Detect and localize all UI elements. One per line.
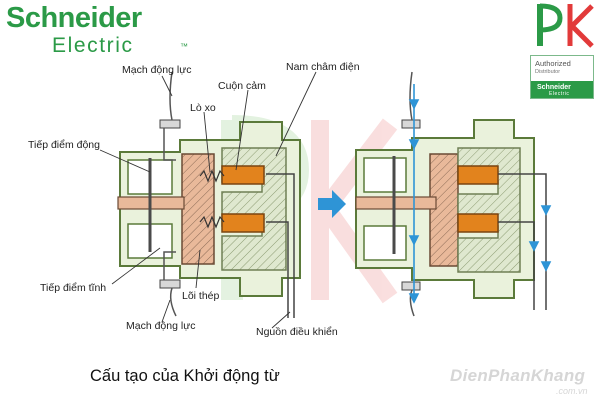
right-coil-upper xyxy=(457,165,499,185)
flow-arrow-icon-5 xyxy=(540,205,552,216)
flow-arrow-icon-4 xyxy=(408,293,420,304)
left-top-contact-arm xyxy=(163,128,176,161)
leader-tiep-diem-tinh xyxy=(111,247,161,285)
left-bottom-contact-arm xyxy=(163,251,176,280)
label-cuon-cam: Cuộn cảm xyxy=(218,80,266,92)
left-spring-upper xyxy=(199,169,225,183)
badge-authorized-text: Authorized xyxy=(535,59,571,68)
badge-brand-text: Schneider xyxy=(537,84,571,91)
leader-lo-xo xyxy=(203,111,211,173)
site-watermark-suffix: .com.vn xyxy=(556,386,588,396)
label-tiep-diem-dong: Tiếp điểm động xyxy=(28,139,100,151)
right-control-wire-b xyxy=(498,221,535,310)
badge-green-bar xyxy=(531,81,593,98)
badge-brand-sub-text: Electric xyxy=(549,91,570,97)
leader-cuon-cam xyxy=(235,89,249,171)
trademark-symbol: ™ xyxy=(180,42,188,51)
label-loi-thep: Lõi thép xyxy=(182,290,220,302)
left-bottom-line xyxy=(169,287,177,317)
transition-arrow-icon xyxy=(318,190,346,218)
leader-tiep-diem-dong xyxy=(99,149,151,173)
left-moving-core xyxy=(181,153,215,265)
contactor-right xyxy=(355,71,547,317)
electric-logo-text: Electric xyxy=(52,34,134,57)
flow-arrow-icon-7 xyxy=(528,241,540,252)
flow-arrow-icon-2 xyxy=(408,139,420,150)
left-control-wire-b xyxy=(266,221,289,318)
label-mach-dong-luc-bottom: Mạch động lực xyxy=(126,320,196,332)
label-tiep-diem-tinh: Tiếp điểm tĩnh xyxy=(40,282,107,294)
leader-nam-cham-dien xyxy=(275,71,317,157)
flow-arrow-icon-6 xyxy=(540,261,552,272)
leader-mach-dong-luc-top xyxy=(161,75,173,97)
left-coil-lower xyxy=(221,213,265,233)
leader-mach-dong-luc-bottom xyxy=(161,299,171,323)
right-shaft xyxy=(355,196,437,210)
label-nam-cham-dien: Nam châm điện xyxy=(286,61,360,73)
right-top-terminal xyxy=(401,119,421,129)
left-control-wire-a xyxy=(266,173,295,318)
flow-arrow-icon-3 xyxy=(408,235,420,246)
left-coil-upper xyxy=(221,165,265,185)
authorized-distributor-badge: Authorized Distributor Schneider Electri… xyxy=(530,55,594,99)
label-nguon-dieu-khien: Nguồn điều khiển xyxy=(256,326,338,338)
leader-lines xyxy=(99,71,317,329)
left-top-terminal xyxy=(159,119,181,129)
right-top-line xyxy=(409,71,413,121)
pk-logo-icon xyxy=(537,3,594,48)
badge-distributor-text: Distributor xyxy=(535,69,561,75)
contactor-left xyxy=(117,71,301,318)
left-top-line xyxy=(169,71,173,121)
site-watermark: DienPhanKhang xyxy=(450,366,586,385)
flow-arrow-icon-1 xyxy=(408,99,420,110)
diagram-caption: Cấu tạo của Khởi động từ xyxy=(90,367,280,385)
left-bottom-terminal xyxy=(159,279,181,289)
right-bottom-line xyxy=(409,289,415,317)
schneider-logo-text: Schneider xyxy=(6,2,142,34)
right-moving-core xyxy=(429,153,459,267)
right-upper-contact-chamber xyxy=(363,157,407,193)
right-lower-contact-chamber xyxy=(363,225,407,261)
right-coil-lower xyxy=(457,213,499,233)
right-bottom-terminal xyxy=(401,281,421,291)
label-mach-dong-luc-top: Mạch động lực xyxy=(122,64,192,76)
leader-loi-thep xyxy=(195,249,201,289)
label-lo-xo: Lò xo xyxy=(190,102,216,114)
current-flow-arrows xyxy=(408,84,552,304)
leader-nguon-dieu-khien xyxy=(271,311,291,329)
left-spring-lower xyxy=(199,215,225,229)
